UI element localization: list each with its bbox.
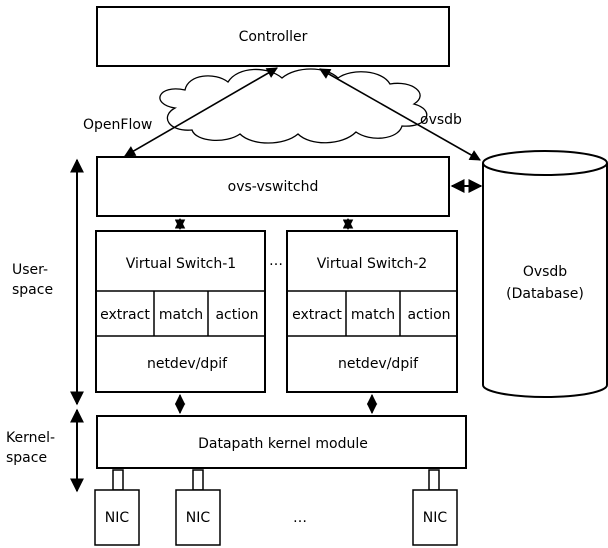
vs1-match: match (159, 307, 203, 323)
database-label-2: (Database) (506, 286, 584, 302)
ovsdb-link-label: ovsdb (420, 112, 462, 128)
nic-connector (428, 469, 440, 491)
nic-label: NIC (105, 510, 130, 526)
datapath-box (96, 415, 467, 469)
nic-label: NIC (186, 510, 211, 526)
vs2-netdev: netdev/dpif (338, 356, 419, 372)
kernelspace-label-2: space (6, 450, 47, 466)
ovsdb-link (319, 68, 481, 161)
vs1-extract: extract (100, 307, 150, 323)
nic-label: NIC (423, 510, 448, 526)
vs2-action: action (407, 307, 450, 323)
nic-box (175, 489, 221, 546)
datapath-label: Datapath kernel module (198, 436, 368, 452)
controller-label: Controller (239, 29, 308, 45)
vs2-match: match (351, 307, 395, 323)
userspace-label-1: User- (12, 262, 48, 278)
database-label-1: Ovsdb (523, 264, 567, 280)
vs1-action: action (215, 307, 258, 323)
vs1-netdev: netdev/dpif (147, 356, 228, 372)
kernelspace-label-1: Kernel- (6, 430, 55, 446)
switch-ellipsis: … (269, 253, 283, 269)
nic-box (412, 489, 458, 546)
openflow-label: OpenFlow (83, 117, 152, 133)
vs2-title: Virtual Switch-2 (317, 256, 427, 272)
network-cloud (159, 68, 428, 144)
nic-connector (112, 469, 124, 491)
openflow-link (124, 67, 278, 157)
controller-box (96, 6, 450, 67)
nic-ellipsis: … (293, 510, 307, 526)
virtual-switch-2: Virtual Switch-2 extract match action ne… (286, 230, 458, 393)
vs2-extract: extract (292, 307, 342, 323)
userspace-label-2: space (12, 282, 53, 298)
nic-box (94, 489, 140, 546)
ovs-vswitchd-label: ovs-vswitchd (228, 179, 319, 195)
vs1-title: Virtual Switch-1 (126, 256, 236, 272)
nic-connector (192, 469, 204, 491)
virtual-switch-1: Virtual Switch-1 extract match action ne… (95, 230, 266, 393)
ovsdb-database (482, 150, 608, 398)
ovs-vswitchd-box (96, 156, 450, 217)
